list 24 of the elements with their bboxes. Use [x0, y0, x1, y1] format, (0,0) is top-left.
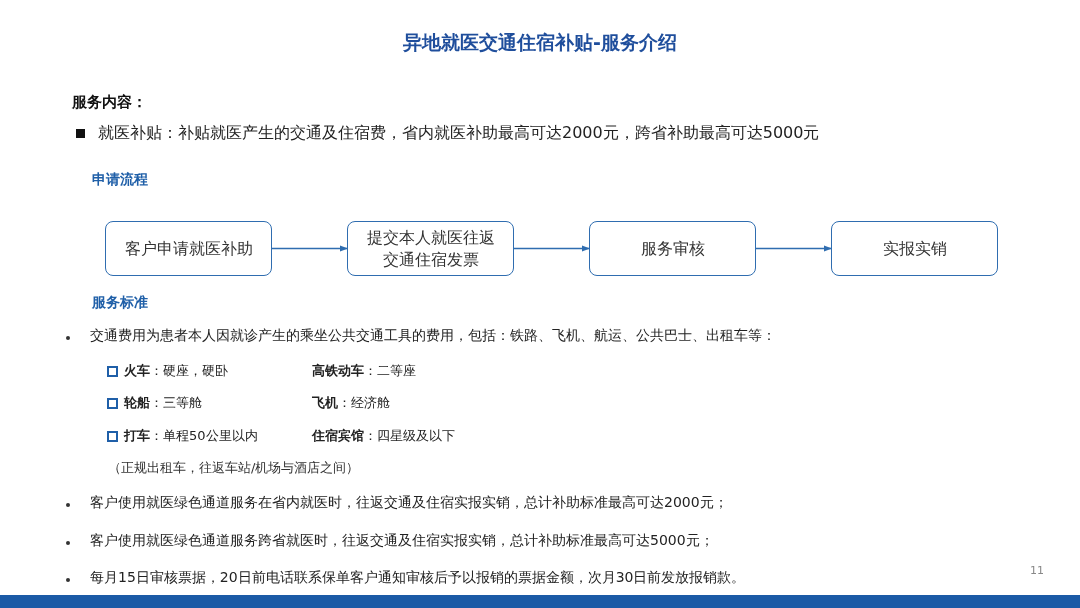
bullet-text: 客户使用就医绿色通道服务跨省就医时，往返交通及住宿实报实销，总计补助标准最高可达5000元；	[90, 532, 714, 550]
arrow	[513, 245, 590, 252]
subheading: 服务标准	[92, 294, 148, 312]
list-item: 轮船：三等舱	[124, 394, 202, 412]
section-heading: 服务内容：	[72, 93, 147, 112]
process-box: 提交本人就医往返交通住宿发票	[347, 221, 514, 276]
list-item: 飞机：经济舱	[312, 394, 390, 412]
list-item: 住宿宾馆：四星级及以下	[312, 427, 455, 445]
page-number: 11	[1030, 564, 1044, 577]
list-item: 打车：单程50公里以内	[124, 427, 258, 445]
arrow	[755, 245, 832, 252]
body-text: 就医补贴：补贴就医产生的交通及住宿费，省内就医补助最高可达2000元，跨省补助最高可达5000元	[98, 123, 820, 144]
process-box: 实报实销	[831, 221, 998, 276]
arrow	[271, 245, 348, 252]
title: 异地就医交通住宿补贴-服务介绍	[402, 30, 678, 55]
subheading: 申请流程	[92, 171, 148, 189]
bullet-text: 交通费用为患者本人因就诊产生的乘坐公共交通工具的费用，包括：铁路、飞机、航运、公共巴士、出租车等：	[90, 327, 776, 345]
list-item: 高铁动车：二等座	[312, 362, 416, 380]
process-box: 客户申请就医补助	[105, 221, 272, 276]
bullet-text: 客户使用就医绿色通道服务在省内就医时，往返交通及住宿实报实销，总计补助标准最高可达2000元；	[90, 494, 728, 512]
list-item: 火车：硬座，硬卧	[124, 362, 228, 380]
process-box: 服务审核	[589, 221, 756, 276]
list-item: （正规出租车，往返车站/机场与酒店之间）	[108, 459, 360, 477]
bullet-text: 每月15日审核票据，20日前电话联系保单客户通知审核后予以报销的票据金额，次月30日前发放报销款。	[90, 569, 746, 587]
